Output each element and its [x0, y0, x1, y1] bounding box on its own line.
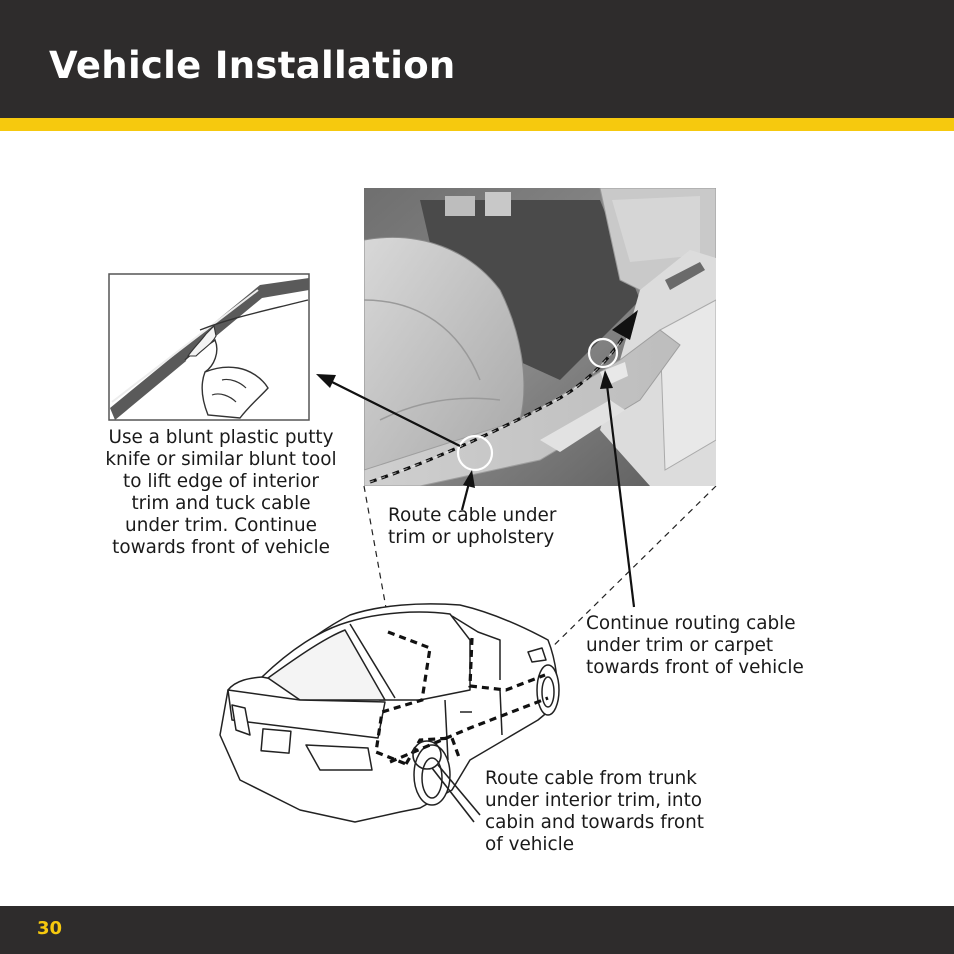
page-title: Vehicle Installation: [49, 44, 456, 87]
route-under-trim-caption: Route cable under trim or upholstery: [388, 505, 557, 548]
continue-routing-caption: Continue routing cable under trim or car…: [586, 613, 804, 678]
putty-knife-caption: Use a blunt plastic putty knife or simil…: [105, 427, 337, 558]
route-from-trunk-caption: Route cable from trunk under interior tr…: [485, 768, 704, 855]
sedan-diagram: [219, 603, 560, 823]
footer-band: [0, 906, 954, 954]
accent-stripe: [0, 118, 954, 131]
leader-arrows: [316, 370, 636, 608]
trim-detail-inset: [108, 273, 310, 421]
page-number: 30: [37, 918, 63, 939]
header-band: [0, 0, 954, 118]
trunk-callout: [412, 740, 481, 823]
interior-photo: [364, 188, 716, 486]
